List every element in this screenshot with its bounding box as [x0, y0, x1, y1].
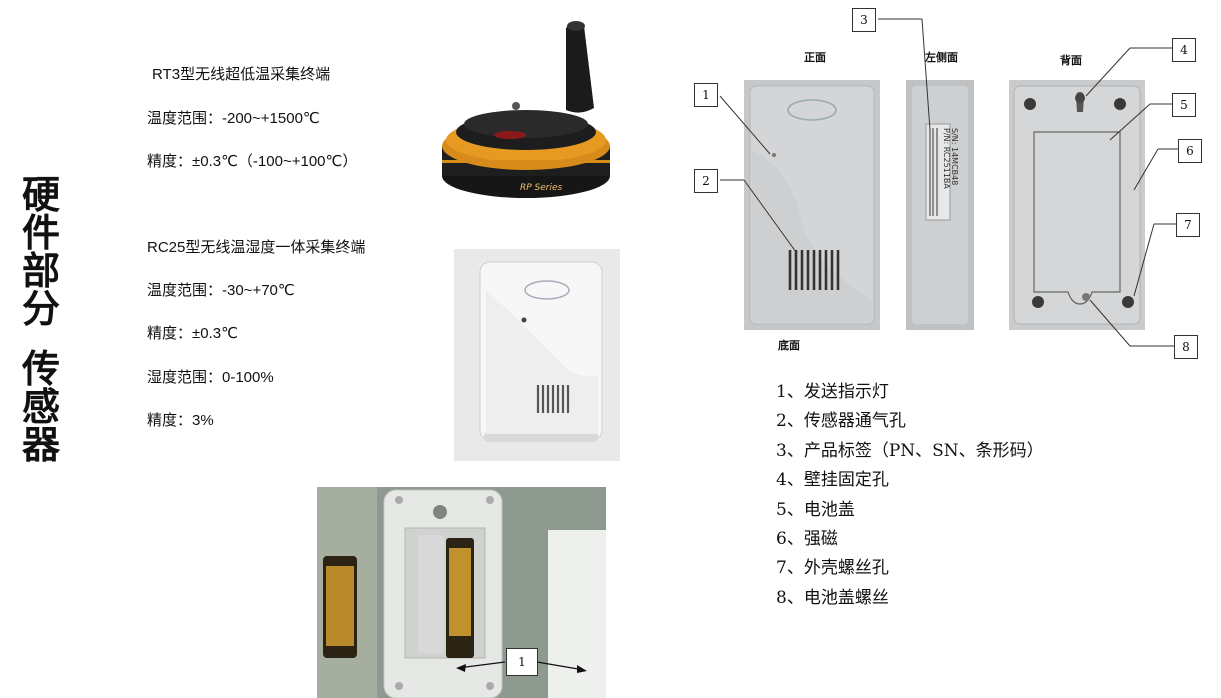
back-view-label: 背面	[1060, 54, 1082, 67]
title-char: 感	[21, 385, 60, 429]
callout-7: 7	[1176, 213, 1200, 237]
rc25-hum-accuracy: 精度：3%	[147, 412, 214, 429]
left-side-view-label: 左侧面	[925, 51, 958, 64]
rc25-temp-accuracy: 精度：±0.3℃	[147, 325, 238, 342]
callout-8: 8	[1174, 335, 1198, 359]
callout-2: 2	[694, 169, 718, 193]
legend-item: 6、强磁	[776, 528, 838, 549]
legend-item: 8、电池盖螺丝	[776, 587, 889, 608]
rt3-device-image: RP Series	[440, 18, 610, 206]
back-view-diagram	[1009, 80, 1145, 330]
photo-callout-1: 1	[506, 648, 538, 676]
callout-1: 1	[694, 83, 718, 107]
title-char: 件	[21, 211, 60, 255]
title-char: 硬	[21, 173, 60, 217]
title-char: 部	[21, 249, 60, 293]
rt3-series-text: RP Series	[520, 183, 563, 193]
rt3-accuracy: 精度：±0.3℃（-100~+100℃）	[147, 153, 358, 170]
rc25-temp-range: 温度范围：-30~+70℃	[147, 282, 295, 299]
rt3-title: RT3型无线超低温采集终端	[152, 66, 331, 83]
section-title: 硬 件 部 分 传 感 器	[18, 176, 64, 464]
battery-photo	[317, 487, 606, 698]
legend-item: 5、电池盖	[776, 499, 855, 520]
left-side-view-diagram: P/N: RC2511BA S/N: 14MCB48	[906, 80, 974, 330]
callout-lines	[719, 18, 1178, 347]
legend-item: 1、发送指示灯	[776, 382, 889, 402]
rt3-range: 温度范围：-200~+1500℃	[147, 110, 320, 127]
parts-legend: 1、发送指示灯 2、传感器通气孔 3、产品标签（PN、SN、条形码） 4、壁挂固…	[776, 378, 1044, 613]
legend-item: 3、产品标签（PN、SN、条形码）	[776, 440, 1044, 461]
title-char: 分	[21, 287, 60, 331]
front-view-diagram	[744, 80, 880, 330]
rc25-device-image	[454, 249, 620, 461]
callout-4: 4	[1172, 38, 1196, 62]
legend-item: 2、传感器通气孔	[776, 411, 906, 432]
callout-5: 5	[1172, 93, 1196, 117]
label-pn: P/N: RC2511BA	[942, 128, 951, 189]
bottom-view-label: 底面	[778, 339, 800, 352]
legend-item: 4、壁挂固定孔	[776, 470, 889, 491]
legend-item: 7、外壳螺丝孔	[776, 558, 889, 579]
rc25-title: RC25型无线温湿度一体采集终端	[147, 239, 366, 256]
title-char: 器	[21, 423, 60, 467]
callout-6: 6	[1178, 139, 1202, 163]
callout-3: 3	[852, 8, 876, 32]
front-view-label: 正面	[804, 51, 826, 64]
rc25-hum-range: 湿度范围：0-100%	[147, 369, 274, 386]
title-char: 传	[21, 347, 60, 391]
label-sn: S/N: 14MCB48	[950, 128, 959, 185]
